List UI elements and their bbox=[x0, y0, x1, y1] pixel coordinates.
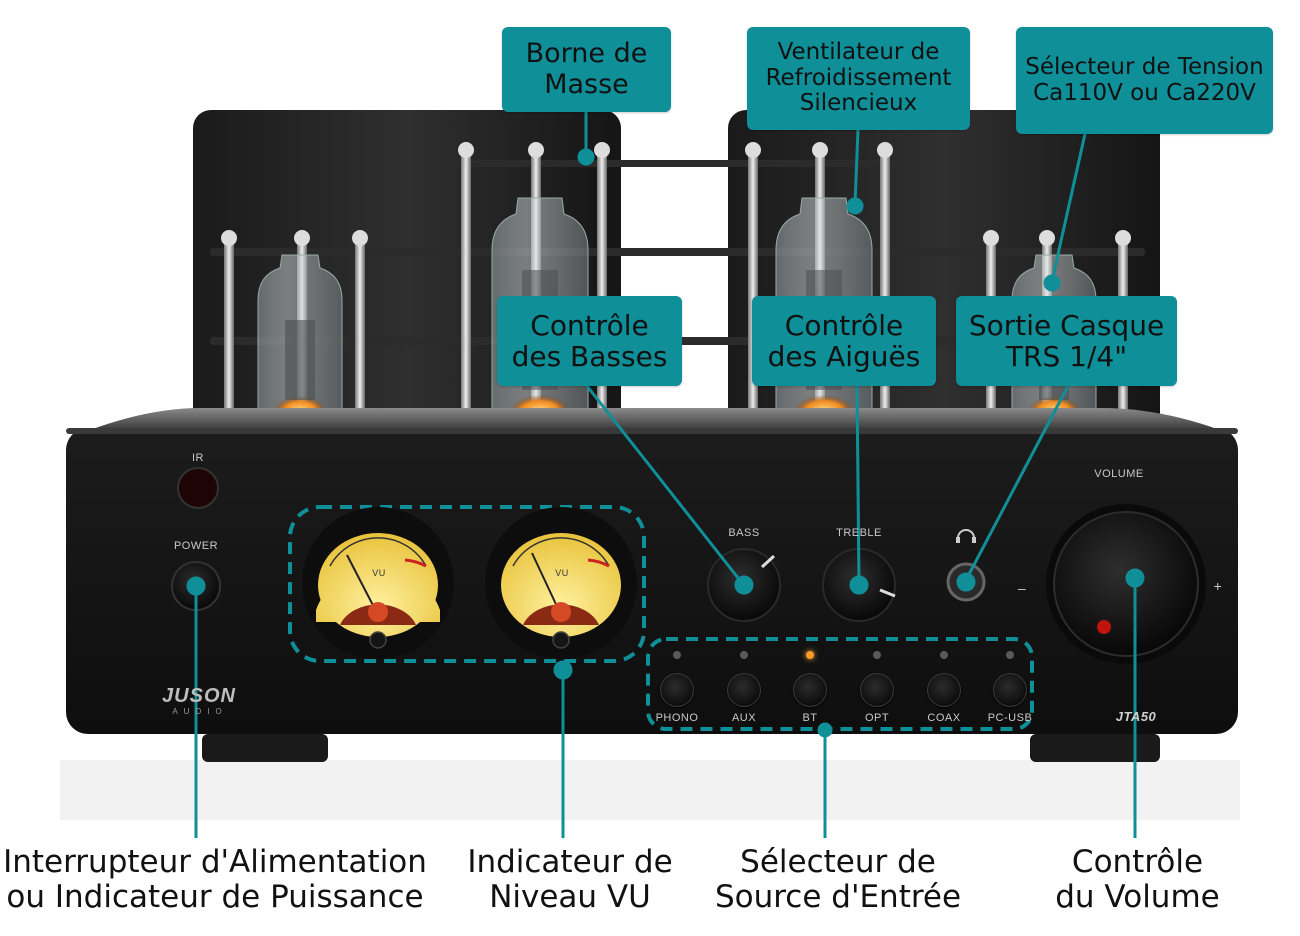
treble-label: TREBLE bbox=[836, 527, 882, 539]
chassis-top bbox=[90, 408, 1220, 430]
volume-plus-label: + bbox=[1213, 578, 1223, 594]
label-vu-line2: Niveau VU bbox=[489, 878, 651, 915]
label-power-line1: Interrupteur d'Alimentation bbox=[3, 844, 427, 880]
source-label-opt: OPT bbox=[864, 712, 890, 724]
label-source-line1: Sélecteur de bbox=[740, 844, 936, 880]
source-label-phono: PHONO bbox=[655, 712, 699, 724]
foot-right bbox=[1030, 734, 1160, 762]
callout-ground-terminal: Borne de Masse bbox=[502, 27, 671, 112]
source-button-aux bbox=[727, 673, 761, 707]
source-led-pcusb bbox=[1006, 651, 1014, 659]
callout-fan-line2: Refroidissement bbox=[765, 64, 952, 91]
callout-bass-line2: des Basses bbox=[511, 340, 668, 373]
bass-label: BASS bbox=[728, 527, 760, 539]
label-power-line2: ou Indicateur de Puissance bbox=[6, 878, 424, 915]
label-vu-indicator: Indicateur de Niveau VU bbox=[455, 845, 685, 914]
label-power-switch: Interrupteur d'Alimentation ou Indicateu… bbox=[0, 845, 430, 914]
vu-meter-right bbox=[485, 507, 637, 659]
label-source-line2: Source d'Entrée bbox=[714, 878, 962, 915]
source-led-bt bbox=[806, 651, 814, 659]
ir-sensor-window bbox=[177, 467, 219, 509]
callout-headphone-line1: Sortie Casque bbox=[968, 308, 1165, 342]
callout-fan-line3: Silencieux bbox=[799, 90, 918, 117]
source-button-opt bbox=[860, 673, 894, 707]
callout-voltage-line1: Sélecteur de Tension bbox=[1025, 53, 1264, 80]
source-button-pcusb bbox=[993, 673, 1027, 707]
callout-bass-control: Contrôle des Basses bbox=[497, 296, 682, 386]
brand-logo: JUSON bbox=[162, 685, 236, 707]
callout-fan-line1: Ventilateur de bbox=[777, 38, 940, 65]
ir-label: IR bbox=[192, 452, 204, 464]
source-button-phono bbox=[660, 673, 694, 707]
label-volume-line1: Contrôle bbox=[1071, 844, 1204, 880]
callout-headphone-line2: TRS 1/4" bbox=[1005, 340, 1128, 373]
source-label-pcusb: PC-USB bbox=[987, 712, 1033, 724]
brand-logo-sub: AUDIO bbox=[172, 707, 228, 716]
vu-highlight-frame bbox=[288, 505, 646, 663]
label-vu-line1: Indicateur de bbox=[467, 844, 673, 880]
callout-treble-line1: Contrôle bbox=[784, 308, 904, 342]
source-button-coax bbox=[927, 673, 961, 707]
callout-cooling-fan: Ventilateur de Refroidissement Silencieu… bbox=[747, 27, 970, 130]
volume-label: VOLUME bbox=[1094, 468, 1144, 480]
callout-voltage-selector: Sélecteur de Tension Ca110V ou Ca220V bbox=[1016, 27, 1273, 134]
callout-bass-line1: Contrôle bbox=[530, 308, 649, 342]
callout-ground-line1: Borne de bbox=[525, 38, 648, 70]
callout-treble-line2: des Aiguës bbox=[767, 340, 921, 373]
cage-rail-middle bbox=[210, 248, 1145, 256]
source-label-coax: COAX bbox=[927, 712, 961, 724]
vu-label-left: VU bbox=[372, 568, 386, 578]
cage-rail-top bbox=[455, 160, 900, 167]
source-led-opt bbox=[873, 651, 881, 659]
volume-minus-label: – bbox=[1017, 580, 1027, 596]
floor-reflection bbox=[60, 760, 1240, 820]
foot-left bbox=[202, 734, 328, 762]
callout-headphone-output: Sortie Casque TRS 1/4" bbox=[956, 296, 1177, 386]
vu-meter-left bbox=[302, 507, 454, 659]
label-input-selector: Sélecteur de Source d'Entrée bbox=[698, 845, 978, 914]
label-volume-control: Contrôle du Volume bbox=[1035, 845, 1240, 914]
source-label-aux: AUX bbox=[731, 712, 757, 724]
model-label: JTA50 bbox=[1115, 709, 1157, 724]
vacuum-tube-1 bbox=[257, 254, 343, 431]
source-led-coax bbox=[940, 651, 948, 659]
power-label: POWER bbox=[173, 540, 219, 552]
source-led-phono bbox=[673, 651, 681, 659]
label-volume-line2: du Volume bbox=[1055, 878, 1220, 915]
volume-knob bbox=[1046, 504, 1206, 664]
source-highlight-frame bbox=[646, 637, 1034, 731]
leader-lines bbox=[186, 112, 1145, 838]
vu-label-right: VU bbox=[555, 568, 569, 578]
callout-ground-line2: Masse bbox=[544, 68, 629, 100]
source-label-bt: BT bbox=[802, 712, 818, 724]
source-led-aux bbox=[740, 651, 748, 659]
callout-treble-control: Contrôle des Aiguës bbox=[752, 296, 936, 386]
callout-voltage-line2: Ca110V ou Ca220V bbox=[1033, 79, 1256, 106]
source-button-bt bbox=[793, 673, 827, 707]
front-panel-edge bbox=[66, 428, 1238, 434]
